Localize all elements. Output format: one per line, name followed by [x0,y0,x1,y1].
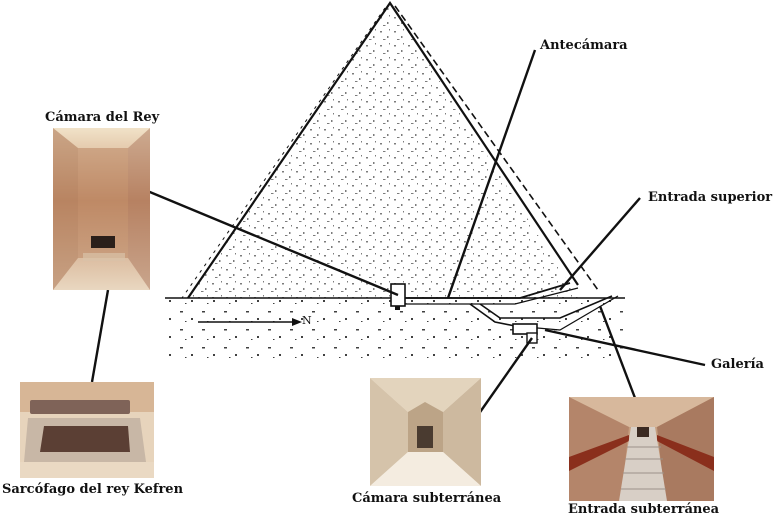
upper-corridor [405,282,571,299]
casing-line-left [181,7,386,299]
leader-gallery [544,328,706,367]
north-marker: N [302,314,312,327]
pyramid-body [188,3,578,298]
north-arrow-head [292,318,302,326]
leader-antechamber [446,49,537,299]
leader-subterranean-entrance [598,305,637,399]
leader-sarcophagus [90,289,110,383]
subterranean-entrance-photo [569,397,714,501]
gallery-ramp [469,303,516,327]
subterranean-chamber-photo [370,378,481,486]
casing-line [394,5,599,291]
sarcophagus-label: Sarcófago del rey Kefren [2,482,184,497]
sarcophagus-photo [20,382,154,478]
subterranean-chamber-label: Cámara subterránea [352,491,502,506]
kings-chamber-photo [53,128,150,290]
pyramid-outline [187,1,579,299]
subterranean-chamber-shape [512,323,538,335]
leader-upper-entrance [559,197,641,291]
subterranean-entrance-label: Entrada subterránea [568,502,720,517]
sarcophagus-marker [395,306,400,310]
antechamber-label: Antecámara [540,38,628,53]
kings-chamber-label: Cámara del Rey [45,110,160,125]
lower-corridor [479,295,613,319]
leader-kings-chamber [144,188,399,297]
leader-subterranean-chamber [477,337,533,416]
upper-corridor-floor [405,287,579,305]
upper-entrance-label: Entrada superior [648,190,773,205]
gallery-label: Galería [711,357,764,372]
